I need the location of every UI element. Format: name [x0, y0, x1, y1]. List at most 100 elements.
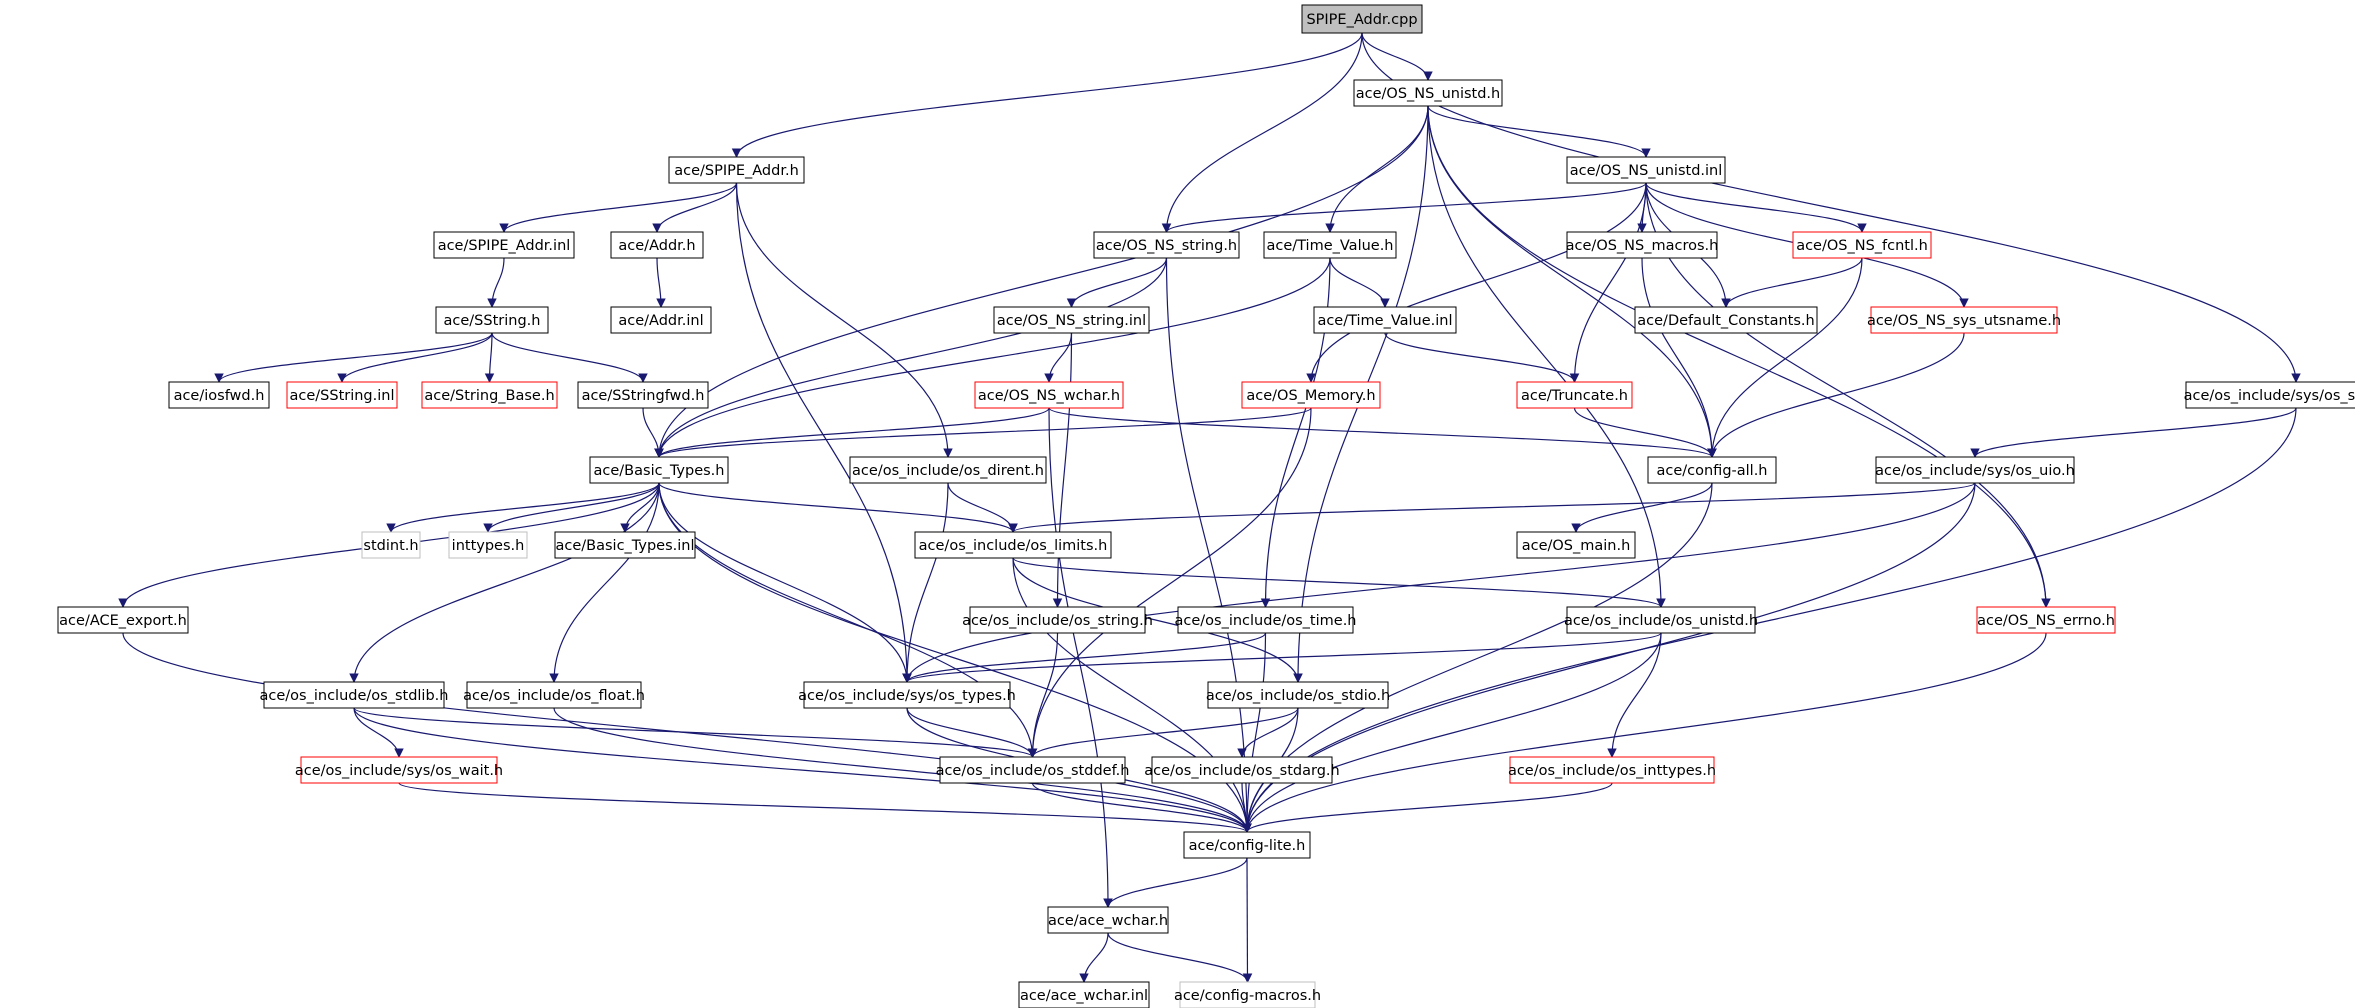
node-root[interactable]: SPIPE_Addr.cpp [1301, 4, 1423, 34]
node-label: ace/Basic_Types.h [594, 463, 725, 479]
edge-time_value_h-to-time_value_inl [1329, 257, 1390, 308]
edge-root-to-spipe_addr_h [731, 32, 1363, 158]
edge-string_h-to-string_inl [1066, 257, 1168, 308]
node-box [1179, 981, 1316, 1008]
node-inttypes_h: inttypes.h [448, 531, 528, 559]
node-box [286, 381, 398, 409]
node-box [974, 381, 1124, 409]
edge-os_errno-to-config_lite [1242, 632, 2047, 833]
node-box [1792, 231, 1932, 259]
node-label: ace/SString.h [444, 313, 541, 329]
node-label: ace/ace_wchar.h [1048, 913, 1168, 929]
node-sys_types[interactable]: ace/os_include/sys/os_types.h [798, 681, 1016, 709]
node-os_float[interactable]: ace/os_include/os_float.h [463, 681, 645, 709]
edge-sstring_h-to-iosfwd [214, 332, 493, 383]
node-addr_h[interactable]: ace/Addr.h [610, 231, 704, 259]
node-ace_export[interactable]: ace/ACE_export.h [57, 606, 189, 634]
node-sys_utsname[interactable]: ace/OS_NS_sys_utsname.h [1867, 306, 2061, 334]
node-config_all[interactable]: ace/config-all.h [1647, 456, 1777, 484]
edge-basic_types_h-to-inttypes_h [483, 482, 660, 533]
node-label: ace/OS_Memory.h [1246, 388, 1375, 404]
node-os_stdlib[interactable]: ace/os_include/os_stdlib.h [260, 681, 449, 709]
edge-unistd_inl-to-fcntl_h [1645, 182, 1867, 233]
node-default_constants[interactable]: ace/Default_Constants.h [1634, 306, 1818, 334]
node-config_lite[interactable]: ace/config-lite.h [1183, 831, 1311, 859]
edge-spipe_addr_h-to-addr_h [652, 182, 738, 233]
node-box [803, 681, 1011, 709]
node-os_unistd[interactable]: ace/os_include/os_unistd.h [1564, 606, 1758, 634]
node-label: ace/OS_NS_fcntl.h [1796, 238, 1928, 254]
node-spipe_addr_inl[interactable]: ace/SPIPE_Addr.inl [433, 231, 575, 259]
node-label: ace/OS_main.h [1522, 538, 1631, 554]
node-iosfwd[interactable]: ace/iosfwd.h [168, 381, 270, 409]
node-box [1566, 231, 1718, 259]
node-label: ace/os_include/os_unistd.h [1564, 613, 1758, 629]
node-string_base[interactable]: ace/String_Base.h [421, 381, 558, 409]
node-sstringfwd[interactable]: ace/SStringfwd.h [577, 381, 709, 409]
node-label: ace/os_include/os_stddef.h [936, 763, 1130, 779]
node-ace_wchar_h[interactable]: ace/ace_wchar.h [1047, 906, 1169, 934]
node-spipe_addr_h[interactable]: ace/SPIPE_Addr.h [668, 156, 805, 184]
edge-unistd_inl-to-string_h [1161, 182, 1647, 233]
node-os_time[interactable]: ace/os_include/os_time.h [1175, 606, 1357, 634]
node-box [448, 531, 528, 559]
edge-os_unistd-to-config_lite [1242, 632, 1662, 833]
node-box [435, 306, 549, 334]
node-os_wait[interactable]: ace/os_include/sys/os_wait.h [295, 756, 503, 784]
node-os_socket[interactable]: ace/os_include/sys/os_socket.h [2184, 381, 2355, 409]
edge-root-to-string_h [1161, 32, 1363, 233]
node-box [1263, 231, 1397, 259]
node-os_stdarg[interactable]: ace/os_include/os_stdarg.h [1144, 756, 1340, 784]
node-label: ace/ace_wchar.inl [1020, 988, 1148, 1004]
node-os_stddef[interactable]: ace/os_include/os_stddef.h [936, 756, 1130, 784]
edge-string_inl-to-os_string [1052, 332, 1073, 608]
node-os_limits[interactable]: ace/os_include/os_limits.h [914, 531, 1112, 559]
node-os_string[interactable]: ace/os_include/os_string.h [962, 606, 1153, 634]
node-basic_types_inl[interactable]: ace/Basic_Types.inl [554, 531, 696, 559]
node-macros_h[interactable]: ace/OS_NS_macros.h [1566, 231, 1719, 259]
node-os_stdio[interactable]: ace/os_include/os_stdio.h [1206, 681, 1390, 709]
node-wchar_h[interactable]: ace/OS_NS_wchar.h [974, 381, 1124, 409]
node-time_value_h[interactable]: ace/Time_Value.h [1263, 231, 1397, 259]
node-label: ace/OS_NS_string.inl [997, 313, 1146, 329]
node-os_inttypes[interactable]: ace/os_include/os_inttypes.h [1508, 756, 1716, 784]
node-ace_wchar_inl[interactable]: ace/ace_wchar.inl [1018, 981, 1150, 1008]
node-fcntl_h[interactable]: ace/OS_NS_fcntl.h [1792, 231, 1932, 259]
edge-unistd_h-to-time_value_h [1325, 105, 1429, 233]
node-box [433, 231, 575, 259]
node-label: ace/SString.inl [290, 388, 395, 404]
node-box [1018, 981, 1150, 1008]
node-os_main[interactable]: ace/OS_main.h [1516, 531, 1636, 559]
node-string_h[interactable]: ace/OS_NS_string.h [1093, 231, 1240, 259]
edge-spipe_addr_inl-to-sstring_h [487, 257, 505, 308]
node-truncate_h[interactable]: ace/Truncate.h [1516, 381, 1633, 409]
node-box [1093, 231, 1240, 259]
node-unistd_h[interactable]: ace/OS_NS_unistd.h [1353, 79, 1503, 107]
node-addr_inl[interactable]: ace/Addr.inl [610, 306, 712, 334]
node-box [2185, 381, 2355, 409]
node-basic_types_h[interactable]: ace/Basic_Types.h [589, 456, 729, 484]
edge-os_uio-to-sys_types [902, 482, 1976, 683]
node-label: ace/Default_Constants.h [1637, 313, 1814, 329]
node-label: ace/os_include/sys/os_types.h [798, 688, 1016, 704]
node-box [1634, 306, 1818, 334]
node-box [1313, 306, 1457, 334]
node-label: ace/config-lite.h [1189, 838, 1306, 854]
edge-os_limits-to-os_unistd [1012, 557, 1666, 608]
node-sstring_h[interactable]: ace/SString.h [435, 306, 549, 334]
edge-os_unistd-to-os_inttypes [1607, 632, 1662, 758]
node-unistd_inl[interactable]: ace/OS_NS_unistd.inl [1566, 156, 1726, 184]
node-time_value_inl[interactable]: ace/Time_Value.inl [1313, 306, 1457, 334]
node-string_inl[interactable]: ace/OS_NS_string.inl [993, 306, 1150, 334]
edge-truncate_h-to-config_all [1573, 407, 1717, 458]
edge-spipe_addr_h-to-os_dirent [735, 182, 953, 458]
edge-time_value_inl-to-truncate_h [1384, 332, 1580, 383]
node-sstring_inl[interactable]: ace/SString.inl [286, 381, 398, 409]
node-os_errno[interactable]: ace/OS_NS_errno.h [1976, 606, 2116, 634]
node-label: ace/OS_NS_errno.h [1977, 613, 2115, 629]
node-os_dirent[interactable]: ace/os_include/os_dirent.h [849, 456, 1047, 484]
node-os_uio[interactable]: ace/os_include/sys/os_uio.h [1875, 456, 2075, 484]
node-box [1516, 381, 1633, 409]
node-box [263, 681, 445, 709]
node-memory_h[interactable]: ace/OS_Memory.h [1241, 381, 1381, 409]
